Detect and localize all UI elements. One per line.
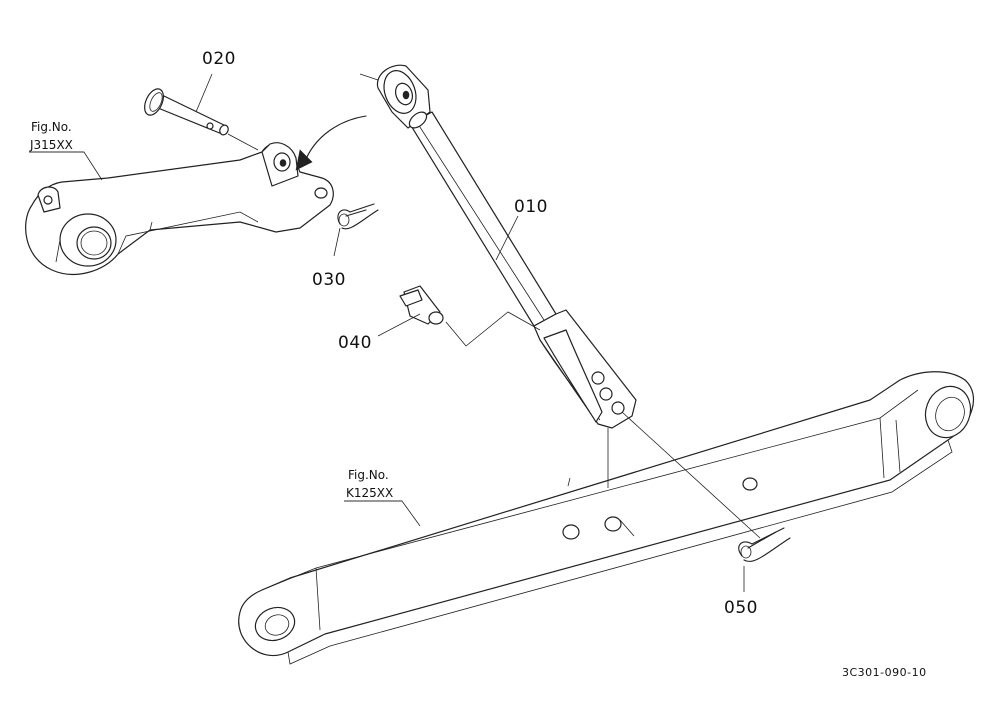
part-number-040: 040 — [338, 333, 372, 353]
r-clip-050 — [621, 411, 791, 562]
fig-ref-caption-j315: Fig.No. — [31, 120, 72, 134]
r-clip-030 — [337, 203, 379, 230]
part-number-010: 010 — [514, 197, 548, 217]
fig-ref-number-k125: K125XX — [346, 486, 393, 500]
fig-ref-number-j315: J315XX — [29, 138, 73, 152]
lift-rod-010 — [359, 64, 637, 488]
part-number-020: 020 — [202, 49, 236, 69]
lift-arm — [25, 142, 334, 275]
lower-link — [238, 371, 974, 665]
drawing-code: 3C301-090-10 — [842, 666, 927, 679]
fig-ref-caption-k125: Fig.No. — [348, 468, 389, 482]
pin-020 — [144, 88, 259, 151]
pin-040 — [399, 285, 541, 347]
part-number-050: 050 — [724, 598, 758, 618]
part-number-030: 030 — [312, 270, 346, 290]
assembly-arrow — [295, 115, 367, 171]
